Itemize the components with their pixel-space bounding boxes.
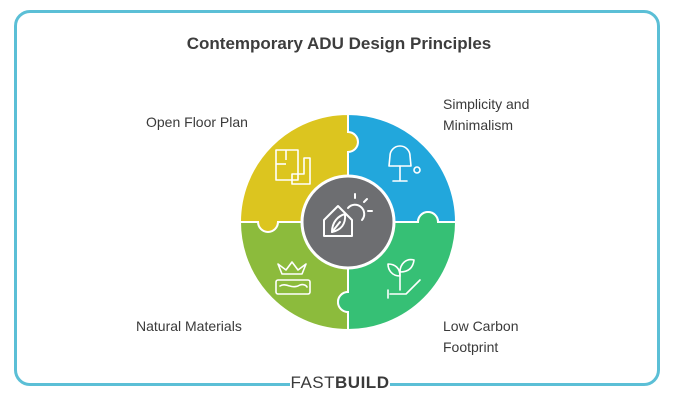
center-circle (300, 174, 396, 270)
fastbuild-logo: FASTBUILD (290, 369, 390, 397)
page-title: Contemporary ADU Design Principles (186, 34, 492, 53)
lamp-icon (388, 145, 421, 182)
logo-text-build: BUILD (335, 373, 390, 392)
eco-house-sun-icon (323, 193, 373, 237)
plant-sprout-icon (387, 258, 421, 299)
label-simplicity-minimalism: Simplicity and Minimalism (443, 96, 530, 133)
label-low-carbon-footprint: Low Carbon Footprint (443, 318, 519, 355)
label-open-floor-plan: Open Floor Plan (146, 114, 248, 130)
puzzle-circle-diagram (238, 112, 458, 332)
label-natural-materials: Natural Materials (136, 318, 242, 334)
logo-text-fast: FAST (290, 373, 336, 392)
floor-plan-icon (275, 149, 311, 185)
wood-materials-icon (275, 261, 311, 295)
